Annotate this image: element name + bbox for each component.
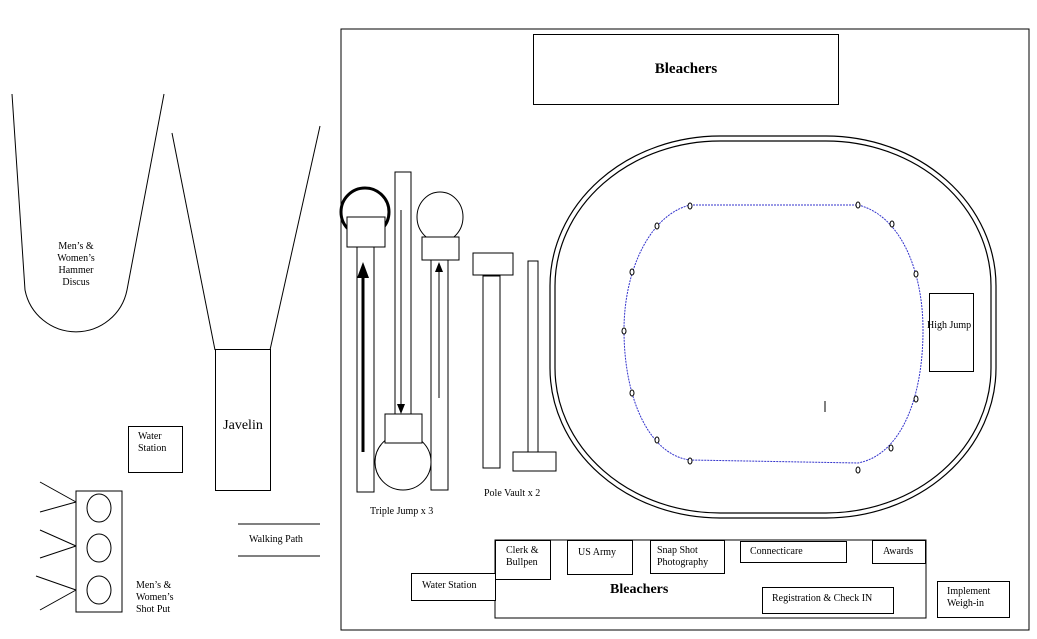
circuit-marker [629,268,635,276]
triple-jump-runway [356,246,375,493]
clerk-bullpen-label: Clerk & Bullpen [506,545,539,568]
circuit-marker [654,436,660,444]
registration-check-in: Registration & Check IN [762,587,894,614]
arrow-head [397,404,405,414]
circuit-marker [687,457,693,465]
water-station-left: Water Station [128,426,183,473]
shot-put-line [39,545,77,559]
pole-vault-pit [512,451,557,472]
connecticare: Connecticare [740,541,847,563]
triple-jump-label: Triple Jump x 3 [370,506,434,517]
takeoff-box [346,216,386,248]
shot-put-circle [86,493,112,523]
triple-jump-pit [416,191,464,243]
clerk-bullpen: Clerk & Bullpen [495,540,551,580]
venue-border [340,28,1030,631]
high-jump-label: High Jump [927,320,972,331]
shot-put-circle [86,533,112,563]
circuit-markers [621,201,919,474]
track-outer [549,135,997,519]
circuit-marker [889,220,895,228]
shot-put-circle [86,575,112,605]
circuit-marker [629,389,635,397]
water-station-bottom-label: Water Station [422,580,477,591]
shot-put-line [39,589,77,611]
connecticare-label: Connecticare [750,546,803,557]
circuit-marker [654,222,660,230]
snap-shot-label: Snap Shot Photography [657,545,709,568]
circuit-marker [855,466,861,474]
takeoff-box [384,413,423,444]
implement-weigh-in-label: Implement Weigh-in [947,586,991,609]
arrow-head [435,262,443,272]
javelin-area: Javelin [215,349,271,491]
javelin-sector-right [269,125,321,351]
hammer-discus-label: Men’s & Women’s Hammer Discus [57,241,95,288]
pole-vault-pit [472,252,514,276]
high-jump-area: High Jump [927,293,974,372]
bleachers-top-label: Bleachers [654,61,718,77]
pole-vault-label: Pole Vault x 2 [484,488,541,499]
awards-label: Awards [883,546,914,557]
track-outer-inner-line [554,140,992,514]
hammer-discus-sector [11,93,165,333]
javelin-label: Javelin [223,418,263,433]
javelin-sector-left [171,132,216,351]
shot-put-line [39,481,77,503]
circuit-marker [913,395,919,403]
arrow-head [357,262,369,278]
circuit-marker [888,444,894,452]
snap-shot-photography: Snap Shot Photography [650,540,725,574]
awards: Awards [872,540,926,564]
pole-vault-runway [482,275,501,469]
us-army: US Army [567,540,633,575]
water-station-bottom: Water Station [411,573,496,601]
takeoff-box [421,236,460,261]
circuit-marker [687,202,693,210]
walking-path-label: Walking Path [249,534,303,545]
infield-circuit [623,204,924,464]
shot-put-label: Men’s & Women’s Shot Put [136,580,174,615]
us-army-label: US Army [578,547,617,558]
circuit-marker [913,270,919,278]
shot-put-line [35,575,77,591]
circuit-marker [621,327,627,335]
circuit-marker [855,201,861,209]
bleachers-top: Bleachers [533,34,839,105]
pole-vault-runway [527,260,539,454]
shot-put-line [39,529,77,547]
water-station-left-label: Water Station [138,431,167,454]
shot-put-area [75,490,123,613]
bleachers-bottom-label: Bleachers [610,582,669,597]
implement-weigh-in: Implement Weigh-in [937,581,1010,618]
registration-label: Registration & Check IN [772,593,873,604]
triple-jump-runway [394,171,412,418]
shot-put-line [39,501,77,513]
